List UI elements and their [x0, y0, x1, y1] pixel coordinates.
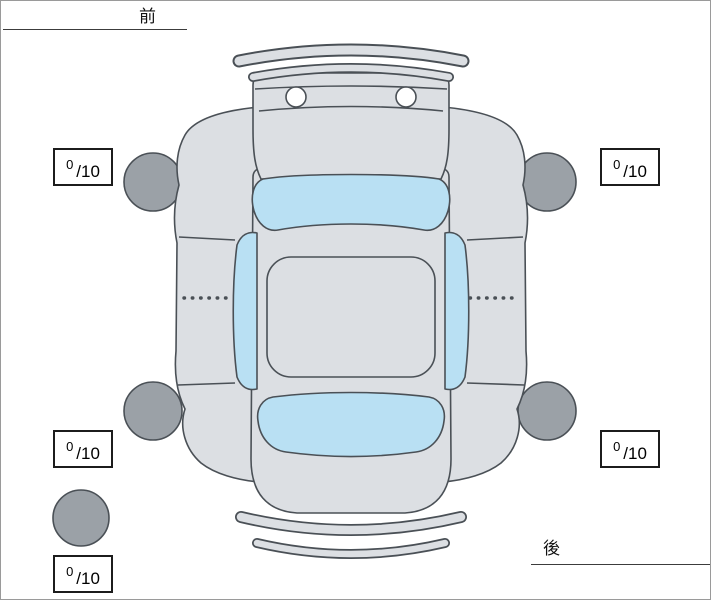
score-box-front-right: 0/10 [600, 148, 660, 186]
rear-underline [531, 564, 710, 565]
hood-washer-left-icon [285, 86, 307, 108]
score-value: 0 [66, 564, 74, 579]
front-spoiler-band-fill [234, 45, 468, 66]
score-value: 0 [66, 157, 74, 172]
panel-seam-rear-left [177, 382, 236, 386]
score-box-front-left: 0/10 [53, 148, 113, 186]
windshield-glass [251, 173, 451, 232]
body-hood [252, 72, 450, 180]
tire-front-left-icon [123, 152, 183, 212]
score-box-spare: 0/10 [53, 555, 113, 593]
front-underline [3, 29, 187, 30]
roof-panel [266, 256, 436, 378]
score-value: 0 [613, 157, 621, 172]
score-max: /10 [76, 569, 100, 588]
panel-seam-front-left [178, 236, 236, 241]
front-label: 前 [139, 7, 156, 26]
side-window-left-glass [232, 231, 258, 391]
body-side-left [173, 106, 260, 483]
score-max: /10 [76, 444, 100, 463]
score-box-rear-right: 0/10 [600, 430, 660, 468]
panel-seam-rear-right [466, 382, 525, 386]
panel-seam-front-right [466, 236, 524, 241]
score-max: /10 [623, 444, 647, 463]
score-box-rear-left: 0/10 [53, 430, 113, 468]
tire-rear-left-icon [123, 381, 183, 441]
rear-bumper-band-fill [236, 512, 466, 535]
score-max: /10 [623, 162, 647, 181]
side-window-right-glass [444, 231, 470, 391]
score-value: 0 [66, 439, 74, 454]
rear-trim-band-fill [253, 539, 449, 558]
hood-washer-right-icon [395, 86, 417, 108]
body-side-right [442, 106, 529, 483]
rear-window-glass [256, 391, 446, 458]
score-max: /10 [76, 162, 100, 181]
tire-rear-right-icon [517, 381, 577, 441]
tire-spare-icon [52, 489, 110, 547]
hood-seam-line [254, 85, 448, 90]
hood-crease-line [258, 105, 444, 112]
front-bumper-band-fill [249, 64, 453, 81]
score-value: 0 [613, 439, 621, 454]
rear-label: 後 [543, 539, 560, 558]
